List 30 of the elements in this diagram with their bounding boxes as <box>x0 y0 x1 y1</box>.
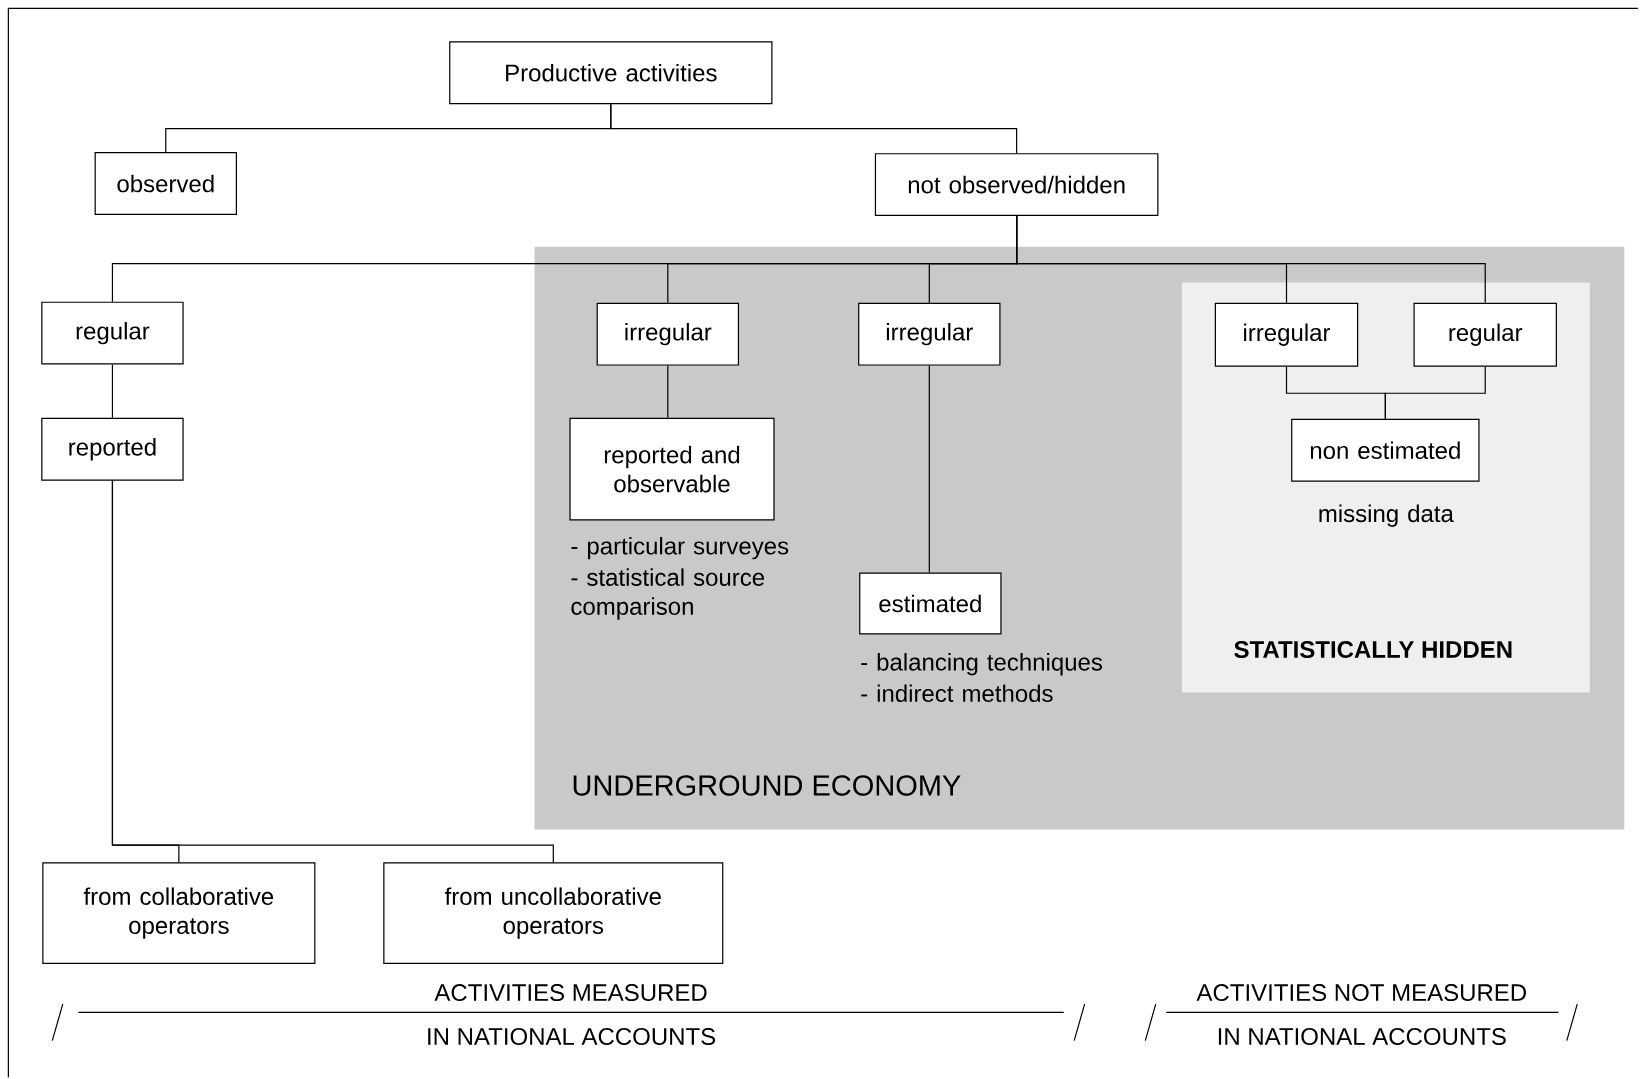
section-label: ACTIVITIES NOT MEASURED <box>1194 981 1530 1003</box>
box: irregular <box>596 302 740 366</box>
connector-line <box>111 479 554 863</box>
box: from uncollaborative operators <box>383 862 724 964</box>
box: reported <box>41 417 184 481</box>
box: regular <box>41 301 184 365</box>
connector-line <box>610 103 1018 154</box>
note-text: - particular surveyes <box>571 536 789 560</box>
box: irregular <box>858 302 1001 366</box>
box: irregular <box>1214 302 1359 367</box>
note-text: - indirect methods <box>861 684 1053 702</box>
box: reported and observable <box>569 417 775 521</box>
note-text: - statistical source comparison <box>571 568 765 620</box>
box: not observed/hidden <box>874 152 1159 216</box>
box: Productive activities <box>449 41 773 104</box>
note-text: - balancing techniques <box>861 652 1103 676</box>
section-label: ACTIVITIES MEASURED <box>432 981 710 1003</box>
connector-line <box>667 364 669 419</box>
connector-line <box>1384 365 1486 420</box>
connector-line <box>1016 215 1486 304</box>
connector-line <box>928 364 930 573</box>
box: from collaborative operators <box>42 862 316 964</box>
note-text: missing data <box>1319 504 1454 527</box>
box: regular <box>1413 302 1557 367</box>
section-label: IN NATIONAL ACCOUNTS <box>1214 1025 1509 1047</box>
connector-line <box>111 363 114 419</box>
section-label: IN NATIONAL ACCOUNTS <box>423 1025 719 1047</box>
box: estimated <box>859 572 1002 635</box>
box: observed <box>94 151 237 215</box>
box: non estimated <box>1291 418 1480 482</box>
